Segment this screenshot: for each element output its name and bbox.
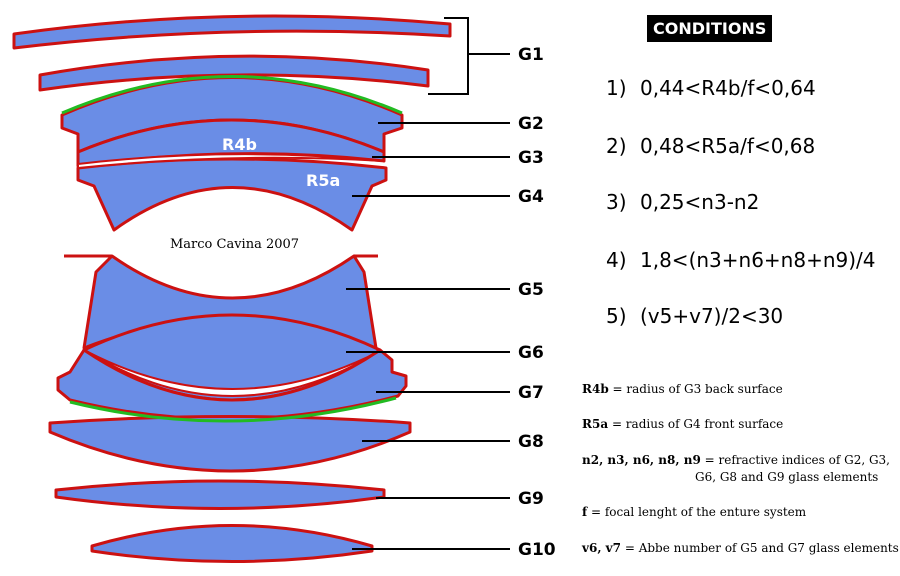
label-g4: G4 (518, 187, 544, 207)
g1-bracket (428, 17, 510, 95)
author-credit: Marco Cavina 2007 (170, 237, 299, 252)
condition-1-number: 1) (606, 76, 627, 100)
condition-3: 3) 0,25<n3-n2 (606, 190, 759, 214)
note-focal-desc: = focal lenght of the enture system (591, 505, 807, 519)
label-r5a: R5a (306, 171, 340, 190)
g8-lens (48, 415, 412, 473)
note-r4b-desc: = radius of G3 back surface (612, 382, 783, 396)
g1-front-lens (12, 14, 452, 50)
label-g1: G1 (518, 45, 544, 65)
note-focal: f = focal lenght of the enture system (582, 504, 806, 521)
condition-5-text: (v5+v7)/2<30 (640, 304, 784, 328)
condition-1: 1) 0,44<R4b/f<0,64 (606, 76, 816, 100)
condition-1-text: 0,44<R4b/f<0,64 (640, 76, 816, 100)
condition-4-number: 4) (606, 248, 627, 272)
g2-coating (61, 75, 403, 115)
label-g2: G2 (518, 114, 544, 134)
label-g3: G3 (518, 148, 544, 168)
note-abbe-term: v6, v7 (582, 541, 621, 555)
note-abbe: v6, v7 = Abbe number of G5 and G7 glass … (582, 540, 899, 557)
note-r5a-desc: = radius of G4 front surface (611, 417, 784, 431)
condition-3-number: 3) (606, 190, 627, 214)
note-r4b-term: R4b (582, 382, 609, 396)
g7-coating (69, 396, 397, 423)
g4-lens (76, 157, 388, 232)
g10-lens (90, 524, 374, 563)
note-r5a: R5a = radius of G4 front surface (582, 416, 783, 433)
label-g7: G7 (518, 383, 544, 403)
condition-2-text: 0,48<R5a/f<0,68 (640, 134, 816, 158)
label-g9: G9 (518, 489, 544, 509)
g1-rear-lens (38, 54, 430, 92)
label-g10: G10 (518, 540, 556, 560)
note-refractive: n2, n3, n6, n8, n9 = refractive indices … (582, 452, 890, 486)
condition-4: 4) 1,8<(n3+n6+n8+n9)/4 (606, 248, 876, 272)
label-g5: G5 (518, 280, 544, 300)
condition-3-text: 0,25<n3-n2 (640, 190, 760, 214)
condition-4-text: 1,8<(n3+n6+n8+n9)/4 (640, 248, 876, 272)
g3-g4-air-gap (77, 153, 385, 170)
label-g6: G6 (518, 343, 544, 363)
label-r4b: R4b (222, 135, 257, 154)
note-focal-term: f (582, 505, 588, 519)
condition-2: 2) 0,48<R5a/f<0,68 (606, 134, 815, 158)
label-g8: G8 (518, 432, 544, 452)
conditions-title: CONDITIONS (647, 15, 773, 42)
note-r4b: R4b = radius of G3 back surface (582, 381, 783, 398)
g9-lens (54, 479, 386, 510)
condition-5-number: 5) (606, 304, 627, 328)
note-refractive-cont: G6, G8 and G9 glass elements (695, 470, 879, 484)
condition-2-number: 2) (606, 134, 627, 158)
note-abbe-desc: = Abbe number of G5 and G7 glass element… (624, 541, 899, 555)
note-r5a-term: R5a (582, 417, 609, 431)
note-refractive-term: n2, n3, n6, n8, n9 (582, 453, 701, 467)
note-refractive-desc: = refractive indices of G2, G3, (704, 453, 890, 467)
condition-5: 5) (v5+v7)/2<30 (606, 304, 783, 328)
